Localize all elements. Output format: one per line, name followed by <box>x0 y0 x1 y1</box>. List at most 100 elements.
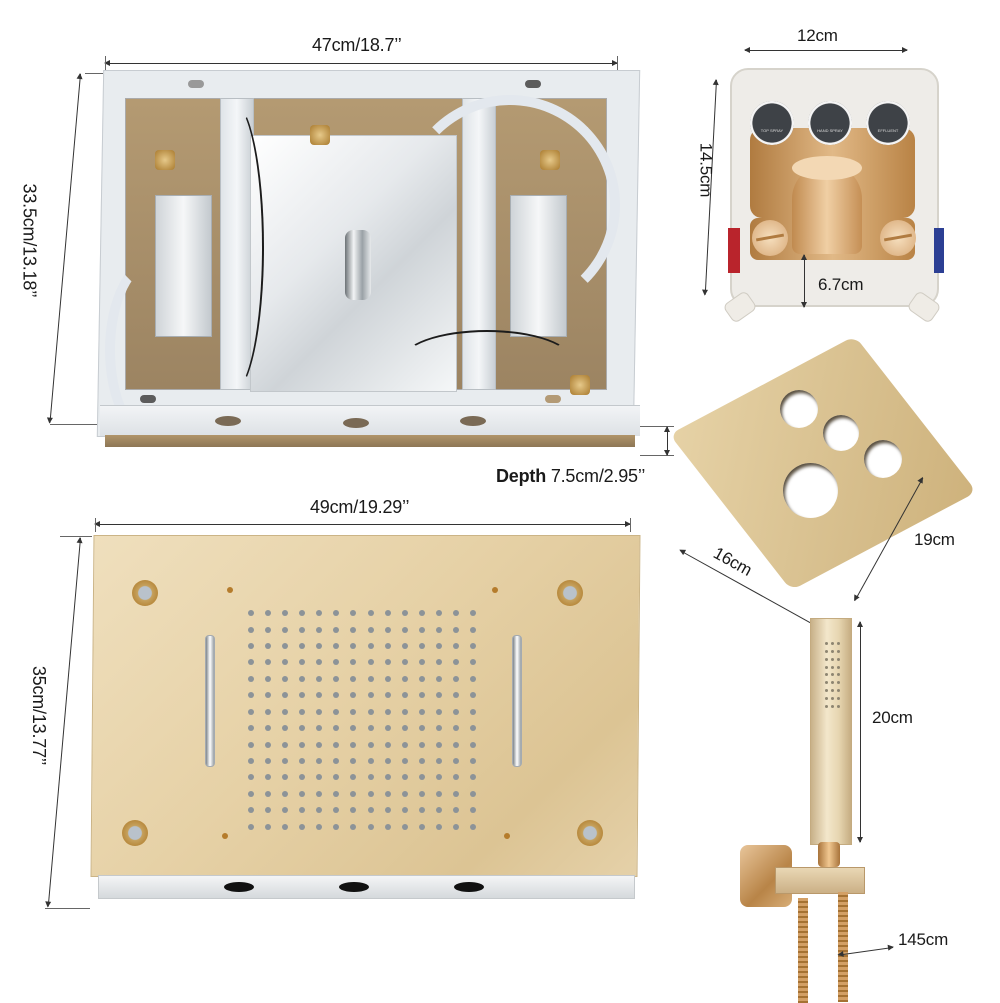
nozzle <box>298 675 305 682</box>
nozzle <box>401 659 408 666</box>
valve-height-label: 14.5cm <box>696 142 716 198</box>
mount-slot <box>545 395 561 403</box>
hand-shower-nozzles <box>823 640 841 710</box>
nozzle <box>453 708 460 715</box>
nozzle <box>436 659 443 666</box>
nozzle <box>316 610 323 617</box>
nozzle <box>384 790 391 797</box>
nozzle <box>316 675 323 682</box>
led-light-top-left <box>132 580 158 606</box>
button-hole-1 <box>780 390 818 428</box>
tick <box>105 56 106 72</box>
nozzle <box>470 610 477 617</box>
nozzle <box>453 790 460 797</box>
tick <box>640 426 674 427</box>
nozzle <box>333 823 340 830</box>
nozzle <box>401 758 408 765</box>
rain-panel-image <box>90 535 641 905</box>
tick <box>60 536 92 537</box>
nozzle <box>298 823 305 830</box>
waterfall-outlet-right <box>512 635 522 767</box>
nozzle <box>384 758 391 765</box>
nozzle <box>333 774 340 781</box>
nozzle <box>281 659 288 666</box>
nozzle <box>824 704 828 708</box>
nozzle <box>333 725 340 732</box>
brass-fitting <box>155 150 175 170</box>
nozzle <box>384 708 391 715</box>
nozzle <box>281 741 288 748</box>
nozzle <box>247 675 254 682</box>
nozzle <box>401 626 408 633</box>
nozzle <box>281 725 288 732</box>
nozzle <box>316 725 323 732</box>
nozzle <box>470 626 477 633</box>
nozzle <box>281 610 288 617</box>
nozzle <box>401 675 408 682</box>
thermostat-hole <box>783 463 838 518</box>
hand-shower-length-label: 20cm <box>872 708 913 727</box>
nozzle <box>836 657 840 661</box>
effluent-button <box>866 101 910 145</box>
nozzle <box>453 758 460 765</box>
nozzle <box>281 692 288 699</box>
nozzle <box>281 675 288 682</box>
frame-height-label: 33.5cm/13.18’’ <box>18 179 40 302</box>
nozzle <box>824 665 828 669</box>
nozzle <box>350 758 357 765</box>
mount-pin <box>504 833 510 839</box>
nozzle <box>350 790 357 797</box>
nozzle <box>333 692 340 699</box>
nozzle <box>824 689 828 693</box>
nozzle <box>367 807 374 814</box>
nozzle <box>830 650 834 654</box>
nozzle <box>836 696 840 700</box>
nozzle <box>264 807 271 814</box>
tick <box>640 455 674 456</box>
nozzle <box>830 681 834 685</box>
nozzle <box>298 610 305 617</box>
nozzle <box>401 774 408 781</box>
nozzle <box>470 643 477 650</box>
nozzle <box>830 665 834 669</box>
nozzle <box>436 643 443 650</box>
nozzle <box>401 692 408 699</box>
nozzle <box>367 659 374 666</box>
nozzle <box>281 708 288 715</box>
panel-width-label: 49cm/19.29’’ <box>310 497 410 517</box>
nozzle <box>470 807 477 814</box>
nozzle <box>470 708 477 715</box>
nozzle <box>453 741 460 748</box>
nozzle <box>316 823 323 830</box>
hand-shower-image <box>740 610 880 1003</box>
nozzle <box>333 708 340 715</box>
nozzle <box>384 741 391 748</box>
nozzle <box>384 675 391 682</box>
nozzle <box>384 643 391 650</box>
nozzle <box>418 643 425 650</box>
nozzle <box>264 823 271 830</box>
led-light-bottom-left <box>122 820 148 846</box>
brass-fitting <box>540 150 560 170</box>
nozzle <box>350 692 357 699</box>
nozzle <box>384 807 391 814</box>
nozzle <box>470 758 477 765</box>
tick <box>45 908 90 909</box>
nozzle <box>384 659 391 666</box>
nozzle <box>836 650 840 654</box>
side-hole <box>343 418 369 428</box>
nozzle <box>316 774 323 781</box>
nozzle <box>824 642 828 646</box>
wire-left <box>200 100 264 394</box>
nozzle <box>247 823 254 830</box>
nozzle <box>367 774 374 781</box>
inlet-port <box>224 882 254 892</box>
wall-bracket-arm <box>775 867 865 894</box>
nozzle <box>350 675 357 682</box>
nozzle <box>418 610 425 617</box>
nozzle <box>316 692 323 699</box>
hand-spray-button <box>808 101 852 145</box>
nozzle <box>401 807 408 814</box>
nozzle <box>247 790 254 797</box>
nozzle <box>453 774 460 781</box>
